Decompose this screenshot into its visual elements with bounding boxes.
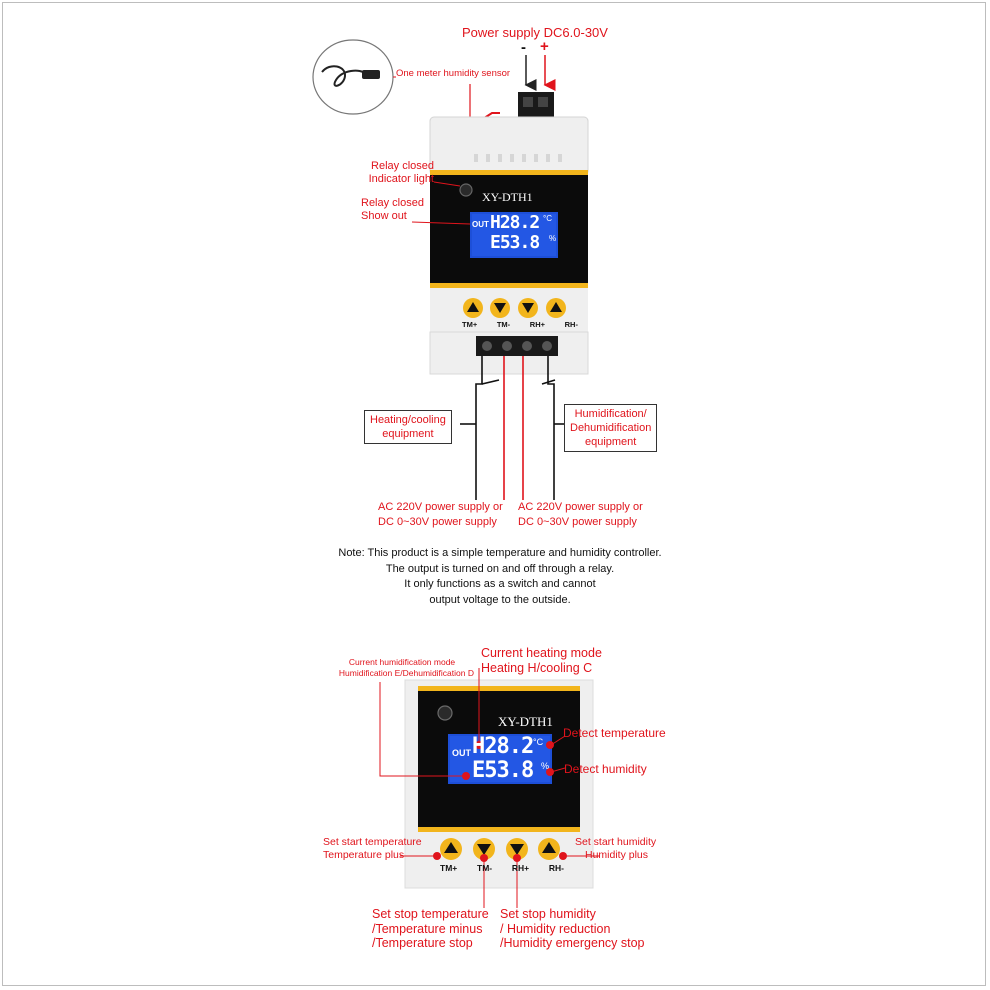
- start-temperature-label: Set start temperature Temperature plus: [323, 836, 422, 861]
- stop-humidity-label: Set stop humidity / Humidity reduction /…: [500, 907, 645, 950]
- power-terminal: [518, 92, 554, 117]
- btn-label-tm-plus-bottom: TM+: [440, 863, 458, 873]
- btn-label-tm-minus-bottom: TM-: [477, 863, 493, 873]
- btn-label-rh-minus-bottom: RH-: [548, 863, 564, 873]
- top-out: OUT: [472, 220, 489, 229]
- top-lcd-unit1: °C: [543, 214, 552, 223]
- power-supply-label: Power supply DC6.0-30V: [462, 25, 608, 40]
- top-buttons: [463, 298, 566, 318]
- heating-equipment-box: Heating/cooling equipment: [364, 410, 452, 444]
- btn-label-rh-minus: RH-: [564, 320, 578, 329]
- humidity-sensor-illustration: [312, 39, 394, 115]
- humidification-mode-label: Current humidification mode Humidificati…: [338, 657, 474, 678]
- humidification-equipment-box: Humidification/ Dehumidification equipme…: [564, 404, 658, 452]
- detect-temperature-label: Detect temperature: [563, 726, 666, 740]
- indicator-leader: [433, 181, 461, 187]
- btn-label-tm-plus: TM+: [462, 320, 478, 329]
- stop-temperature-label: Set stop temperature /Temperature minus …: [372, 907, 489, 950]
- start-humidity-label: Set start humidity Humidity plus: [575, 836, 657, 861]
- bottom-lcd-unit1: °C: [533, 737, 544, 747]
- minus-sign: -: [521, 39, 526, 56]
- top-lcd-line1: H28.2: [490, 212, 540, 233]
- top-lcd-unit2: %: [549, 234, 557, 243]
- top-model: XY-DTH1: [482, 190, 533, 204]
- bottom-lcd-unit2: %: [541, 761, 550, 771]
- bottom-lcd-line1: H28.2: [472, 734, 534, 759]
- heating-mode-label: Current heating mode Heating H/cooling C: [481, 646, 602, 675]
- device-top: [429, 116, 589, 375]
- plus-sign: +: [540, 38, 549, 55]
- btn-label-rh-plus-bottom: RH+: [511, 863, 530, 873]
- bottom-lcd-line2: E53.8: [472, 758, 534, 783]
- relay-show-label: Relay closed Show out: [361, 197, 424, 222]
- sensor-label: One meter humidity sensor: [396, 68, 511, 79]
- bottom-button-labels: TM+ TM- RH+ RH-: [440, 863, 564, 873]
- bottom-leaders: [379, 668, 600, 908]
- detect-humidity-label: Detect humidity: [564, 762, 647, 776]
- ac-supply-left: AC 220V power supply or DC 0~30V power s…: [378, 501, 503, 528]
- btn-label-rh-plus: RH+: [529, 320, 546, 329]
- bottom-dots: [433, 741, 567, 862]
- note-line-4: output voltage to the outside.: [429, 593, 571, 606]
- ac-supply-right: AC 220V power supply or DC 0~30V power s…: [518, 501, 643, 528]
- show-out-leader: [411, 221, 471, 225]
- output-wires: [460, 356, 565, 500]
- bottom-buttons: [440, 838, 560, 860]
- note-block: Note: This product is a simple temperatu…: [300, 546, 700, 608]
- output-terminal: [476, 336, 558, 356]
- bottom-out: OUT: [452, 748, 471, 758]
- bottom-model: XY-DTH1: [498, 714, 553, 729]
- note-line-2: The output is turned on and off through …: [385, 562, 615, 575]
- note-line-1: Note: This product is a simple temperatu…: [338, 547, 662, 559]
- top-lcd-line2: E53.8: [490, 232, 540, 253]
- top-button-labels: TM+ TM- RH+ RH-: [462, 320, 578, 329]
- btn-label-tm-minus: TM-: [496, 320, 511, 329]
- relay-indicator-label: Relay closed Indicator light: [368, 160, 434, 185]
- note-line-3: It only functions as a switch and cannot: [404, 578, 596, 590]
